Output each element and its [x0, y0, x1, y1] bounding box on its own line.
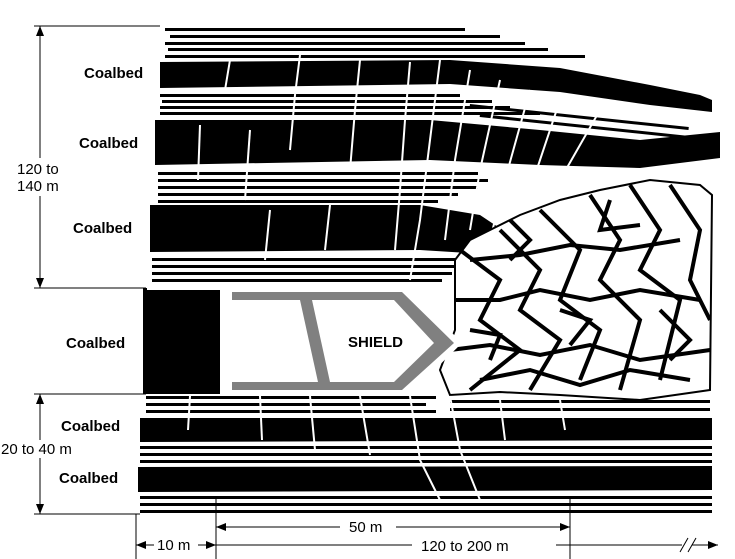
shield-support: SHIELD: [220, 290, 462, 394]
lower-strata: [138, 396, 712, 513]
lower-lamination-band-3: [140, 496, 712, 513]
shield-body: [220, 290, 462, 394]
distance-50m-label: 50 m: [349, 519, 382, 536]
shield-label: SHIELD: [348, 334, 403, 351]
coalbed-label-5: Coalbed: [61, 418, 120, 435]
distance-120-200m-label: 120 to 200 m: [421, 538, 509, 555]
coal-seam-2: [155, 120, 720, 168]
coalbed-label-3: Coalbed: [73, 220, 132, 237]
coalbed-labels: Coalbed Coalbed Coalbed Coalbed Coalbed …: [59, 65, 143, 487]
coalbed-label-1: Coalbed: [84, 65, 143, 82]
upper-lamination-band-3: [158, 172, 488, 203]
distance-10m-label: 10 m: [157, 537, 190, 554]
upper-height-line-2: 140 m: [17, 178, 59, 195]
upper-height-label: 120 to 140 m: [17, 161, 63, 195]
coal-face: [146, 290, 220, 394]
working-seam: [143, 288, 220, 394]
upper-lamination-band: [165, 28, 585, 58]
upper-height-line-1: 120 to: [17, 161, 59, 178]
lower-lamination-band-2: [140, 446, 712, 463]
coalbed-label-4: Coalbed: [66, 335, 125, 352]
coalbed-label-2: Coalbed: [79, 135, 138, 152]
lower-height-label: 20 to 40 m: [1, 441, 72, 458]
coalbed-label-6: Coalbed: [59, 470, 118, 487]
caved-goaf-rubble: [440, 180, 712, 400]
upper-lamination-band-4: [152, 258, 472, 282]
coal-seam-4: [140, 418, 712, 442]
